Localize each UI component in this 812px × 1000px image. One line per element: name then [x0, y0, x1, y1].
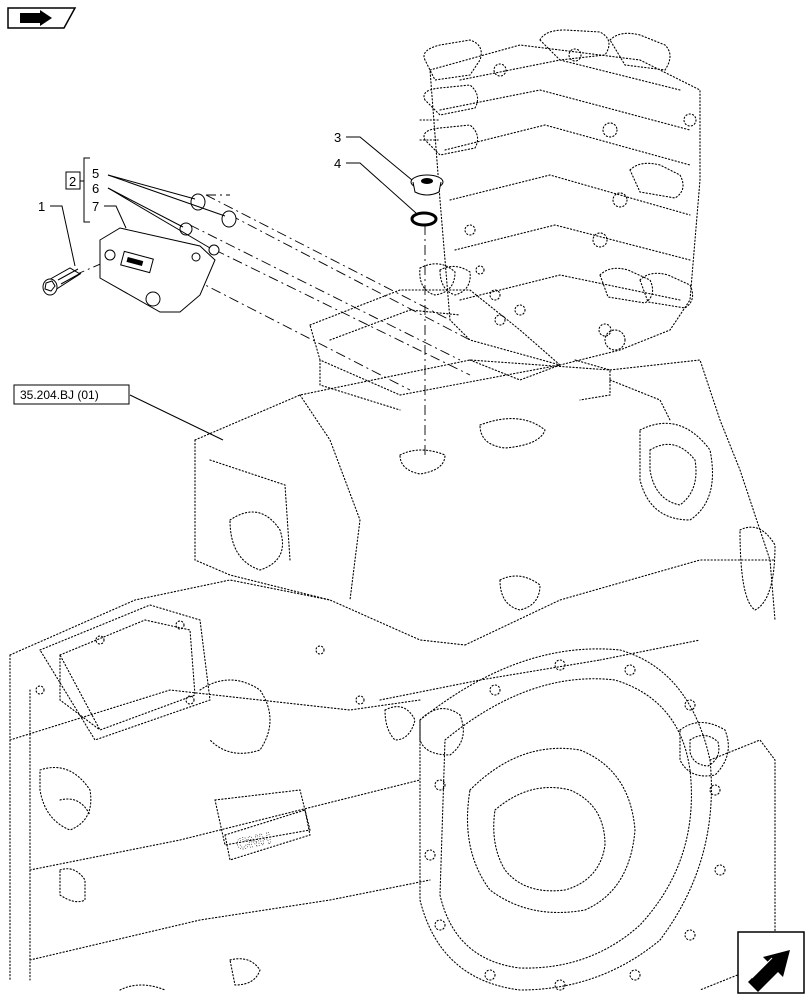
callout-5: 5 — [92, 166, 99, 181]
callout-4: 4 — [334, 156, 341, 171]
leader-lines — [50, 136, 417, 441]
callout-2-box — [65, 171, 81, 190]
cross-reference-label: 35.204.BJ (01) — [20, 388, 99, 402]
part-4-sealing-ring — [410, 211, 438, 227]
callout-7: 7 — [92, 199, 99, 214]
part-3-plug — [410, 174, 444, 196]
control-valve-assembly — [309, 29, 701, 411]
callout-6: 6 — [92, 181, 99, 196]
transmission-housing: CNH — [9, 359, 776, 991]
parts-5-6-o-rings — [179, 193, 237, 256]
nav-arrow-icon[interactable] — [7, 7, 77, 29]
svg-text:CNH: CNH — [235, 830, 272, 854]
next-page-arrow-icon[interactable] — [737, 931, 805, 994]
part-7-cover-plate — [99, 227, 216, 313]
assembly-lines — [74, 194, 471, 455]
callout-3: 3 — [334, 130, 341, 145]
callout-2: 2 — [69, 174, 76, 189]
part-1-bolt — [42, 267, 82, 296]
cross-reference-link[interactable]: 35.204.BJ (01) — [13, 384, 130, 405]
callout-1: 1 — [38, 199, 45, 214]
